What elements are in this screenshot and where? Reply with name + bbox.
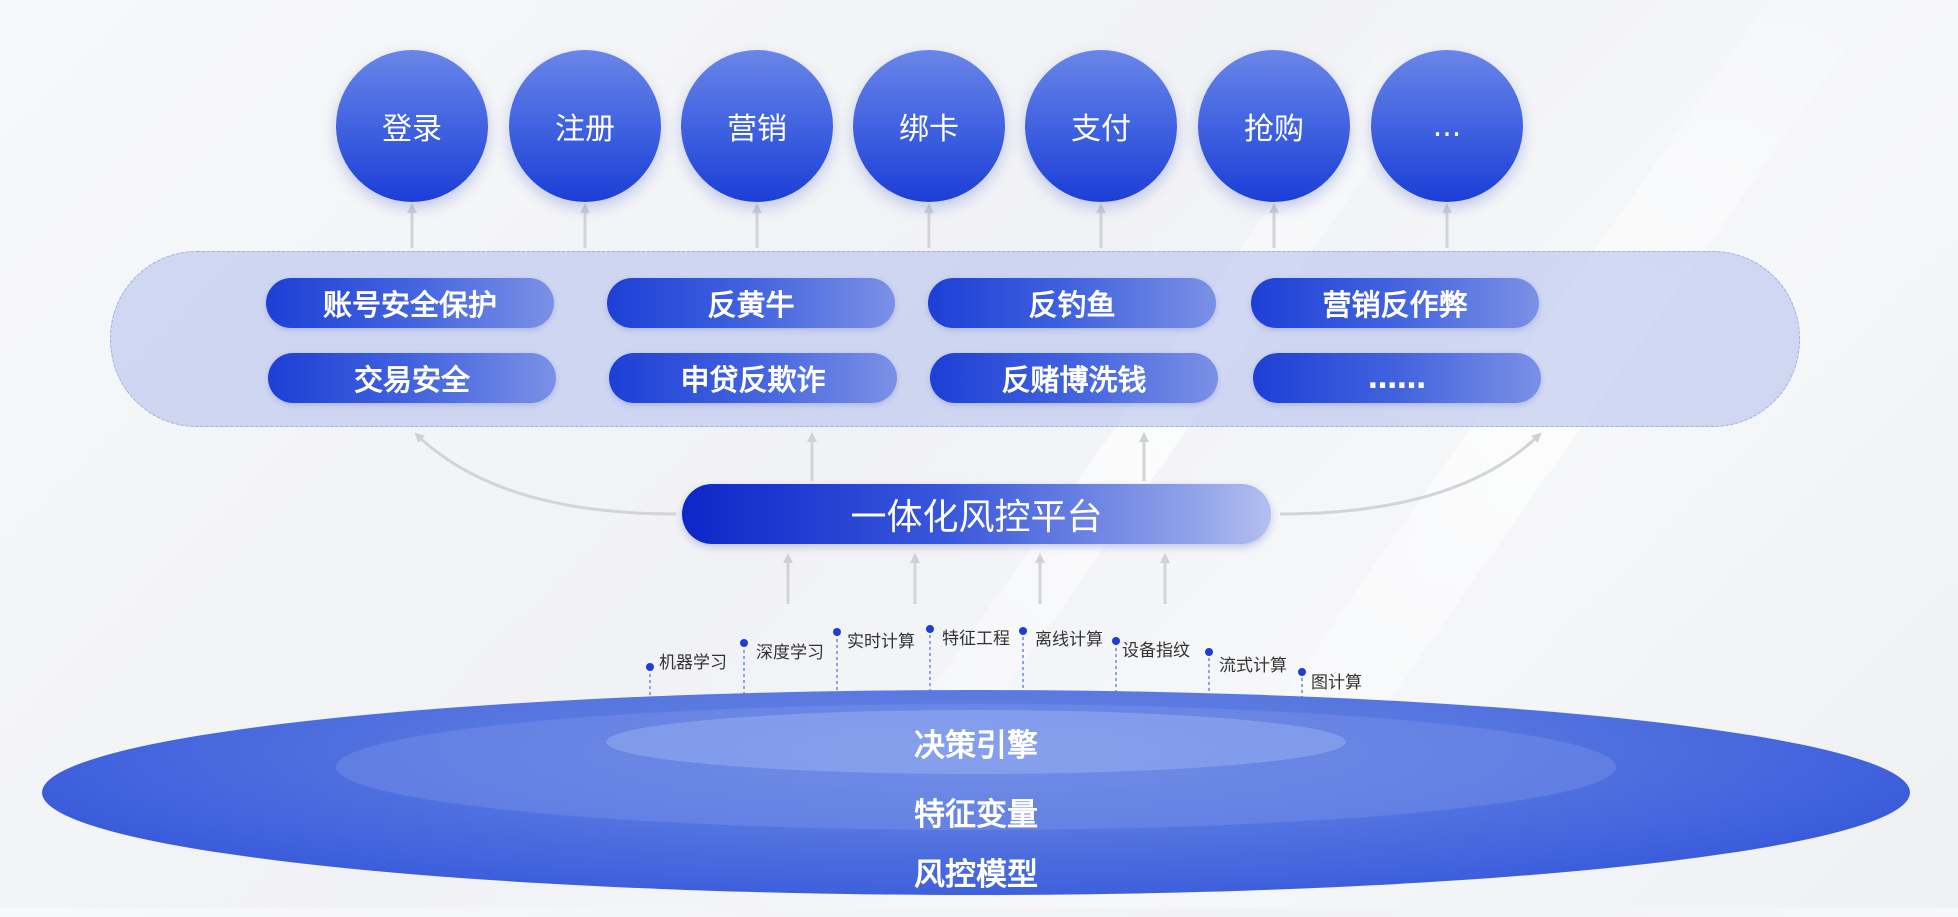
capability-label: 账号安全保护 bbox=[322, 288, 497, 322]
engine-inner-ring bbox=[606, 710, 1346, 774]
scenario-more: ... bbox=[1371, 50, 1523, 202]
tech-machine-learning: 机器学习 bbox=[659, 653, 727, 673]
engine-base bbox=[42, 690, 1910, 895]
scenario-bind-card: 绑卡 bbox=[853, 50, 1005, 202]
scenario-flash-sale: 抢购 bbox=[1198, 50, 1350, 202]
tech-offline-computing: 离线计算 bbox=[1035, 630, 1103, 650]
capability-label: 营销反作弊 bbox=[1322, 288, 1468, 322]
capability-loan-anti-fraud: 申贷反欺诈 bbox=[609, 353, 897, 403]
circle-arrows bbox=[407, 203, 1452, 248]
scenario-label: 绑卡 bbox=[899, 112, 959, 147]
scenario-register: 注册 bbox=[509, 50, 661, 202]
scenario-label: ... bbox=[1432, 108, 1462, 144]
capability-label: 反赌博洗钱 bbox=[1001, 363, 1147, 397]
capability-anti-gambling-laundering: 反赌博洗钱 bbox=[930, 353, 1218, 403]
capability-label: 交易安全 bbox=[353, 363, 470, 397]
layer-risk-model: 风控模型 bbox=[914, 857, 1038, 893]
capability-label: 反黄牛 bbox=[707, 288, 795, 322]
tech-feature-engineering: 特征工程 bbox=[942, 629, 1010, 649]
capability-more: …… bbox=[1253, 353, 1541, 403]
scenario-payment: 支付 bbox=[1025, 50, 1177, 202]
panel-arrows bbox=[414, 432, 1542, 516]
tech-graph-computing: 图计算 bbox=[1311, 673, 1362, 693]
scenario-label: 支付 bbox=[1071, 112, 1131, 147]
scenario-marketing: 营销 bbox=[681, 50, 833, 202]
tech-stream-computing: 流式计算 bbox=[1219, 656, 1287, 676]
platform-arrows bbox=[783, 553, 1170, 604]
capability-marketing-anti-fraud: 营销反作弊 bbox=[1251, 278, 1539, 328]
tech-device-fingerprint: 设备指纹 bbox=[1122, 641, 1190, 661]
layer-feature-variables: 特征变量 bbox=[914, 797, 1038, 833]
capability-label: …… bbox=[1368, 361, 1426, 395]
capability-account-protection: 账号安全保护 bbox=[266, 278, 554, 328]
scenario-label: 抢购 bbox=[1244, 112, 1304, 147]
capability-anti-phishing: 反钓鱼 bbox=[928, 278, 1216, 328]
capability-anti-scalper: 反黄牛 bbox=[607, 278, 895, 328]
engine-mid-ring bbox=[336, 704, 1616, 830]
tech-realtime-computing: 实时计算 bbox=[847, 632, 915, 652]
capability-label: 反钓鱼 bbox=[1028, 288, 1116, 322]
integrated-platform: 一体化风控平台 bbox=[682, 484, 1271, 544]
scenario-label: 登录 bbox=[382, 112, 442, 147]
tech-dots bbox=[646, 625, 1306, 676]
layer-decision-engine: 决策引擎 bbox=[914, 728, 1038, 764]
capability-transaction-security: 交易安全 bbox=[268, 353, 556, 403]
scenario-label: 营销 bbox=[727, 112, 787, 147]
tech-deep-learning: 深度学习 bbox=[756, 643, 824, 663]
scenario-login: 登录 bbox=[336, 50, 488, 202]
platform-label: 一体化风控平台 bbox=[850, 497, 1103, 538]
scenario-label: 注册 bbox=[555, 112, 615, 147]
capability-label: 申贷反欺诈 bbox=[680, 363, 826, 397]
